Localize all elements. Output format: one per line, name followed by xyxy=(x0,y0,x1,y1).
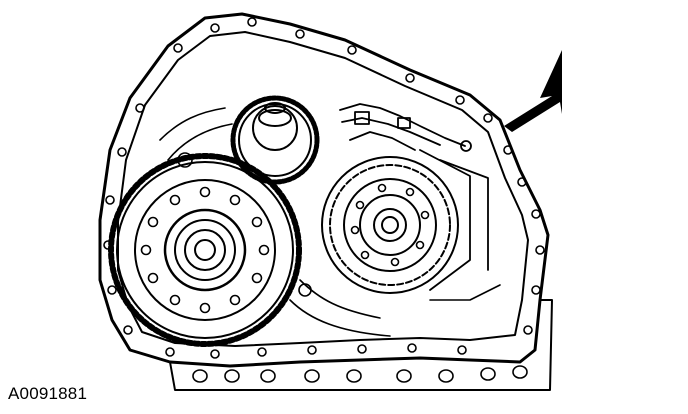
clutch-drum xyxy=(321,156,459,294)
lower-housing xyxy=(169,299,553,391)
clutch-hub-bolts xyxy=(350,183,430,267)
lower-bosses xyxy=(192,365,528,383)
case-outer-flange xyxy=(98,12,550,368)
countershaft-gear xyxy=(230,95,320,185)
arrow-pointer-icon xyxy=(504,50,562,132)
differential-ring-gear xyxy=(108,153,302,347)
valve-linkage xyxy=(339,103,489,291)
ring-gear-bolt-holes xyxy=(140,186,270,314)
figure-id-label: A0091881 xyxy=(8,384,88,403)
case-webbing xyxy=(159,107,501,337)
flange-bolts xyxy=(103,17,545,359)
